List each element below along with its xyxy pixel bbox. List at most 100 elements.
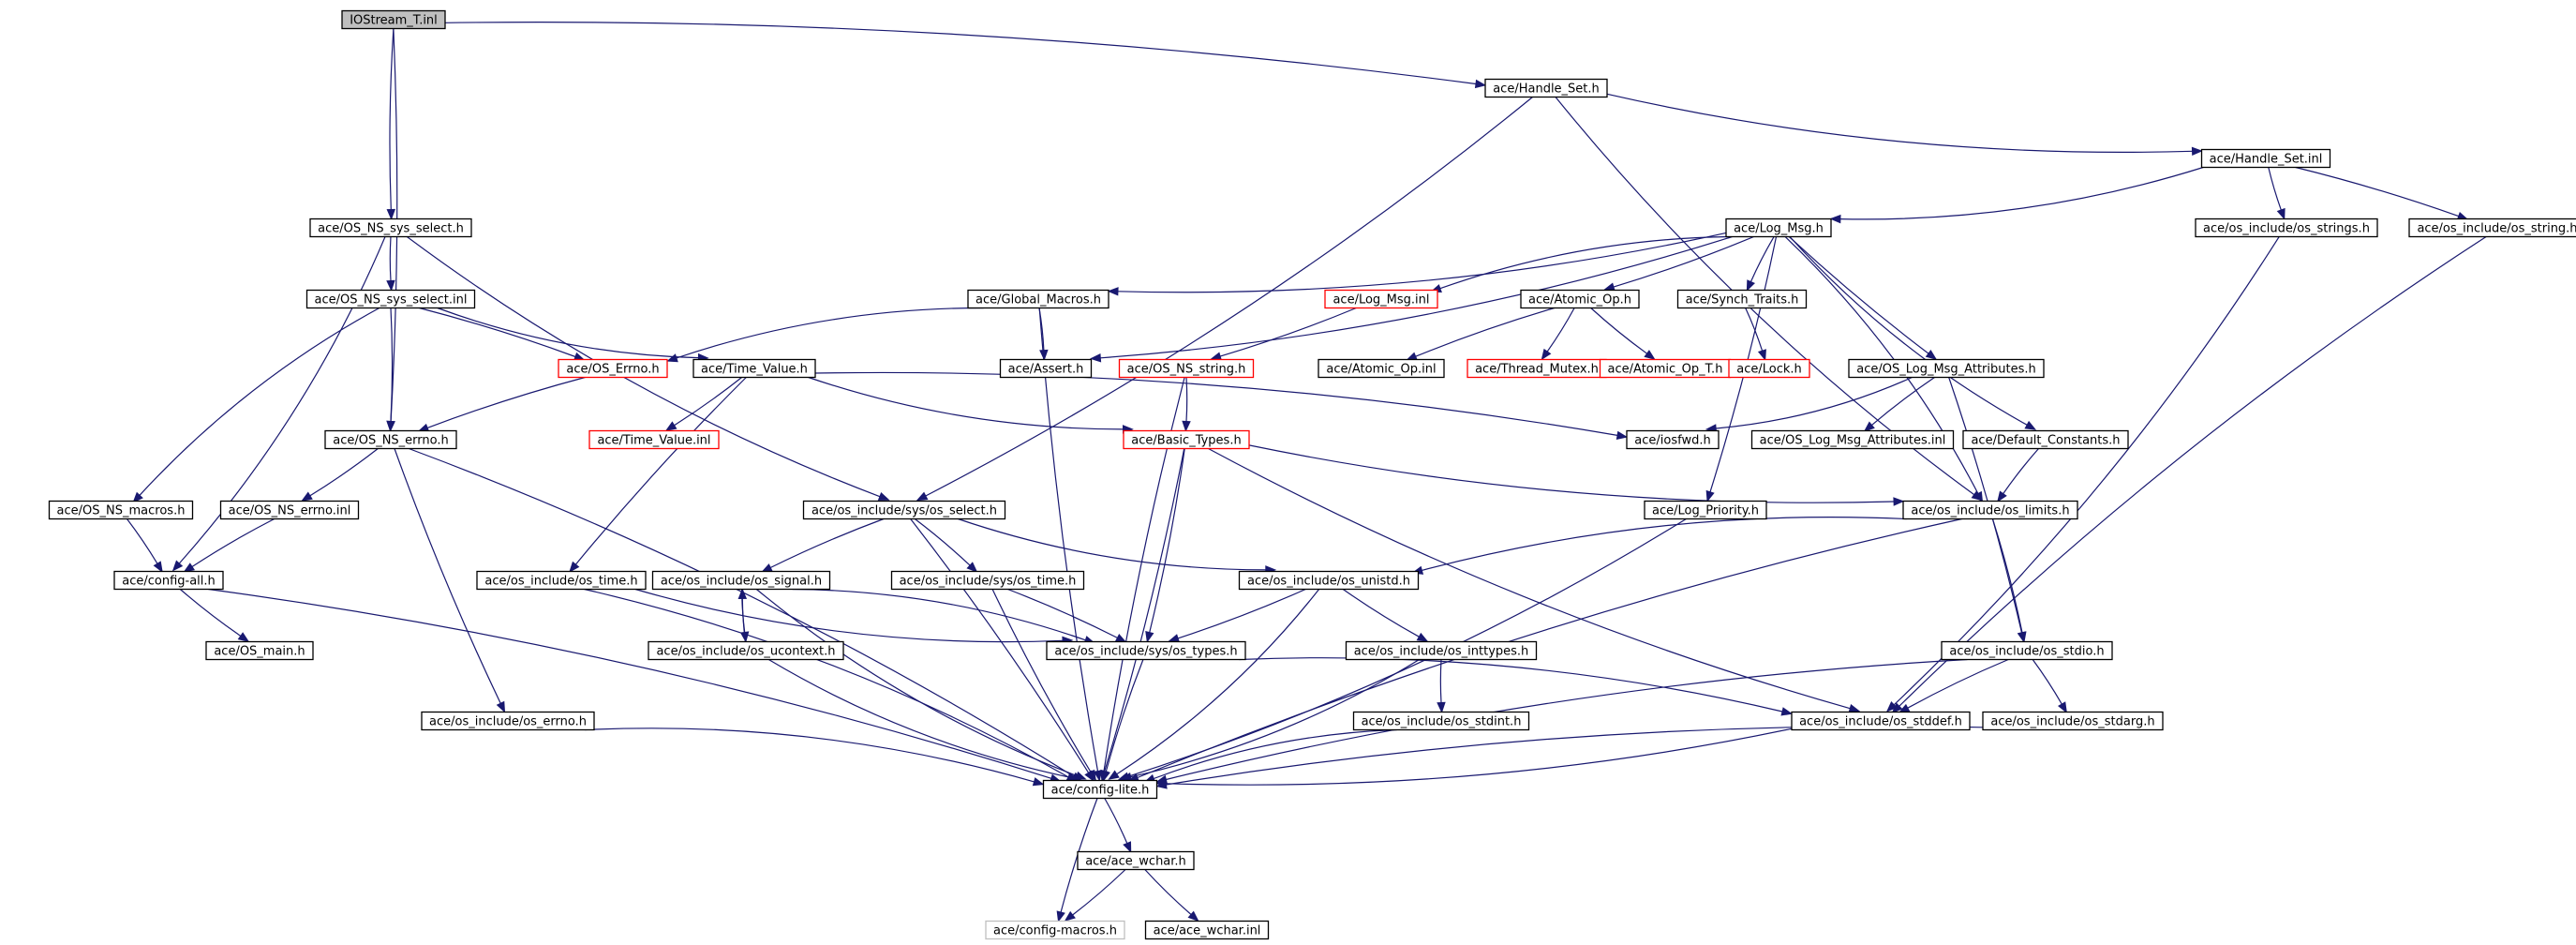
edge-line [389,28,395,210]
edge-line [1839,166,2204,220]
edge-arrowhead [1863,421,1875,432]
edge-st-to-lock [1745,308,1766,361]
node-box [1118,358,1255,379]
node-ace-lock-h[interactable]: ace/Lock.h [1728,358,1810,379]
node-box [341,9,446,30]
node-box [967,289,1109,309]
node-ace-os-include-sys-os-types-h[interactable]: ace/os_include/sys/os_types.h [1046,640,1246,661]
node-ace-os-ns-macros-h[interactable]: ace/OS_NS_macros.h [48,500,194,520]
node-ace-global-macros-h[interactable]: ace/Global_Macros.h [967,289,1109,309]
node-ace-os-include-os-unistd-h[interactable]: ace/os_include/os_unistd.h [1238,570,1420,591]
node-ace-os-include-os-stdint-h[interactable]: ace/os_include/os_stdint.h [1352,711,1530,731]
edge-arrowhead [1114,634,1127,643]
node-label: ace/OS_Log_Msg_Attributes.h [1856,363,2035,377]
node-label: ace/OS_NS_sys_select.inl [315,293,468,308]
node-ace-os-include-os-signal-h[interactable]: ace/os_include/os_signal.h [651,570,831,591]
node-ace-config-macros-h[interactable]: ace/config-macros.h [985,920,1125,940]
node-ace-os-include-os-limits-h[interactable]: ace/os_include/os_limits.h [1902,500,2078,520]
node-label: ace/os_include/sys/os_types.h [1054,645,1237,659]
node-ace-os-include-os-stdio-h[interactable]: ace/os_include/os_stdio.h [1941,640,2113,661]
edge-arrowhead [1616,430,1629,441]
node-label: ace/Basic_Types.h [1131,434,1241,448]
edge-arrowhead [1848,704,1861,713]
edge-arrowhead [664,421,678,431]
node-ace-config-lite-h[interactable]: ace/config-lite.h [1042,779,1158,800]
edge-arrowhead [1089,353,1102,363]
node-ace-handle-set-inl[interactable]: ace/Handle_Set.inl [2200,148,2331,169]
node-ace-os-include-os-inttypes-h[interactable]: ace/os_include/os_inttypes.h [1345,640,1538,661]
edge-arrowhead [1644,350,1656,360]
edge-lm-to-ao [1603,235,1754,292]
edge-oslimits-to-osstdio [1991,518,2027,643]
node-ace-os-include-os-stddef-h[interactable]: ace/os_include/os_stddef.h [1791,711,1971,731]
edge-configall-to-osmain [179,589,250,642]
edge-line [1149,448,1185,633]
node-ace-os-include-os-time-h[interactable]: ace/os_include/os_time.h [476,570,647,591]
node-ace-os-include-os-ucontext-h[interactable]: ace/os_include/os_ucontext.h [648,640,844,661]
edge-arrowhead [1123,841,1132,853]
node-ace-os-log-msg-attributes-inl[interactable]: ace/OS_Log_Msg_Attributes.inl [1750,429,1955,450]
node-ace-basic-types-h[interactable]: ace/Basic_Types.h [1123,429,1250,450]
edge-sysselect-to-ossignal [761,518,885,573]
node-ace-default-constants-h[interactable]: ace/Default_Constants.h [1962,429,2129,450]
edge-arrowhead [1120,772,1133,782]
node-ace-os-ns-sys-select-h[interactable]: ace/OS_NS_sys_select.h [309,218,472,238]
edge-gm-to-configlite [1038,308,1103,782]
edge-line [1893,236,2280,706]
edge-arrowhead [171,560,184,572]
node-ace-ace-wchar-inl[interactable]: ace/ace_wchar.inl [1144,920,1270,940]
edge-arrowhead [1056,910,1065,922]
node-box [1791,711,1971,731]
edge-ao-to-tm [1541,308,1575,361]
edge-nsstring-to-bt [1182,377,1191,432]
node-ace-log-msg-h[interactable]: ace/Log_Msg.h [1725,218,1832,238]
node-ace-time-value-h[interactable]: ace/Time_Value.h [692,358,816,379]
edge-line [1137,518,1962,779]
node-label: ace/Default_Constants.h [1971,434,2120,448]
edge-line [2295,166,2459,218]
node-ace-atomic-op-t-h[interactable]: ace/Atomic_Op_T.h [1599,358,1732,379]
edge-olma-to-iosfwd [1705,376,1913,433]
node-ace-os-include-sys-os-select-h[interactable]: ace/os_include/sys/os_select.h [802,500,1006,520]
node-label: ace/OS_main.h [214,645,305,659]
node-ace-log-priority-h[interactable]: ace/Log_Priority.h [1644,500,1767,520]
node-box [205,640,314,661]
node-ace-assert-h[interactable]: ace/Assert.h [999,358,1093,379]
node-ace-os-ns-errno-h[interactable]: ace/OS_NS_errno.h [324,429,457,450]
edge-line [2268,167,2282,211]
node-box [1750,429,1955,450]
edge-line [437,307,699,359]
node-ace-os-log-msg-attributes-h[interactable]: ace/OS_Log_Msg_Attributes.h [1848,358,2045,379]
node-ace-thread-mutex-h[interactable]: ace/Thread_Mutex.h [1467,358,1607,379]
edge-arrowhead [237,632,250,642]
node-ace-time-value-inl[interactable]: ace/Time_Value.inl [588,429,720,450]
node-ace-atomic-op-h[interactable]: ace/Atomic_Op.h [1520,289,1640,309]
node-ace-os-ns-string-h[interactable]: ace/OS_NS_string.h [1118,358,1255,379]
node-ace-iosfwd-h[interactable]: ace/iosfwd.h [1626,429,1720,450]
node-ace-atomic-op-inl[interactable]: ace/Atomic_Op.inl [1318,358,1445,379]
edge-arrowhead [132,491,143,503]
node-ace-os-errno-h[interactable]: ace/OS_Errno.h [558,358,668,379]
node-ace-os-main-h[interactable]: ace/OS_main.h [205,640,314,661]
edge-systypes-to-configlite [1101,659,1144,782]
node-ace-os-ns-sys-select-inl[interactable]: ace/OS_NS_sys_select.inl [305,289,476,309]
node-ace-os-include-sys-os-time-h[interactable]: ace/os_include/sys/os_time.h [890,570,1085,591]
node-ace-os-include-os-strings-h[interactable]: ace/os_include/os_strings.h [2195,218,2378,238]
node-label: ace/OS_Errno.h [566,363,659,377]
node-label: IOStream_T.inl [350,14,438,28]
edge-nserrnoi-to-configall [183,518,275,573]
node-ace-config-all-h[interactable]: ace/config-all.h [113,570,224,591]
node-ace-log-msg-inl[interactable]: ace/Log_Msg.inl [1324,289,1438,309]
edge-lm-to-gm [1107,232,1727,296]
node-ace-ace-wchar-h[interactable]: ace/ace_wchar.h [1077,850,1195,871]
node-ace-os-ns-errno-inl[interactable]: ace/OS_NS_errno.inl [219,500,360,520]
node-ace-handle-set-h[interactable]: ace/Handle_Set.h [1484,78,1608,98]
node-ace-os-include-os-string-h[interactable]: ace/os_include/os_string.h [2408,218,2576,238]
node-ace-synch-traits-h[interactable]: ace/Synch_Traits.h [1676,289,1808,309]
edge-tv-to-iosfwd [814,371,1629,441]
node-box [113,570,224,591]
node-ace-os-include-os-stdarg-h[interactable]: ace/os_include/os_stdarg.h [1982,711,2164,731]
edge-hsi-to-lm [1829,166,2204,224]
node-ace-os-include-os-errno-h[interactable]: ace/os_include/os_errno.h [421,711,595,731]
edge-nssi-to-tv [437,307,709,363]
